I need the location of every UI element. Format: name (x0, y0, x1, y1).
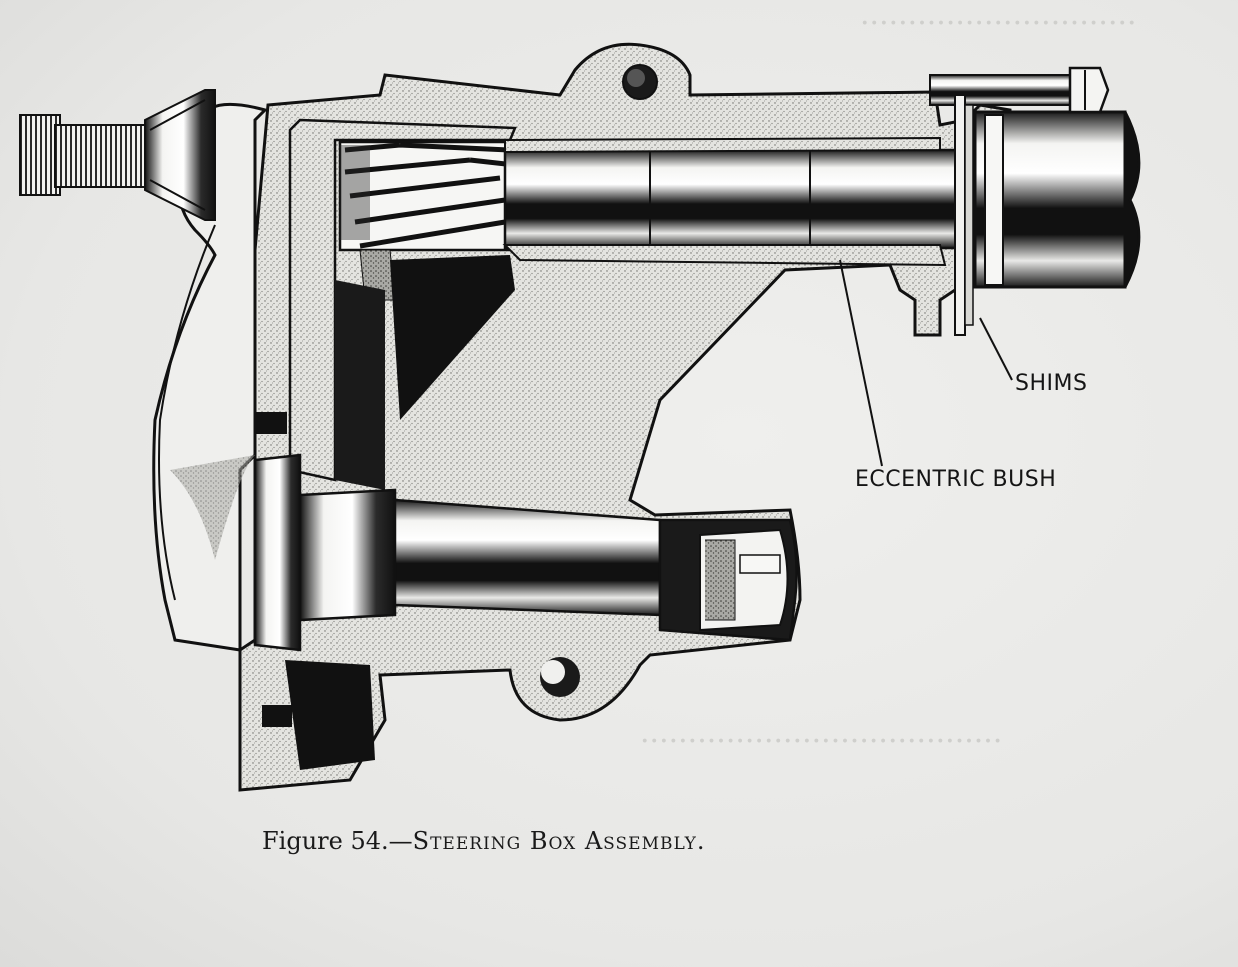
shims (954, 94, 974, 336)
callout-shims: SHIMS (1015, 371, 1088, 396)
caption-prefix: Figure 54.— (262, 827, 413, 855)
eccentric-bush (502, 136, 947, 267)
bleed-through-text: ····························· (860, 6, 1137, 41)
callout-eccentric-bush: ECCENTRIC BUSH (855, 467, 1057, 492)
leader-line-eccentric-bush (839, 259, 883, 467)
bleed-through-text: ······································ (640, 724, 1003, 759)
caption-title: Steering Box Assembly. (412, 827, 706, 855)
internal-dark-casting (335, 145, 515, 490)
rocker-shaft (253, 412, 798, 770)
figure-caption: Figure 54.—Steering Box Assembly. (262, 827, 706, 855)
column-shaft (503, 110, 1141, 289)
input-shaft-stub (19, 89, 216, 221)
leader-line-shims (979, 317, 1013, 381)
